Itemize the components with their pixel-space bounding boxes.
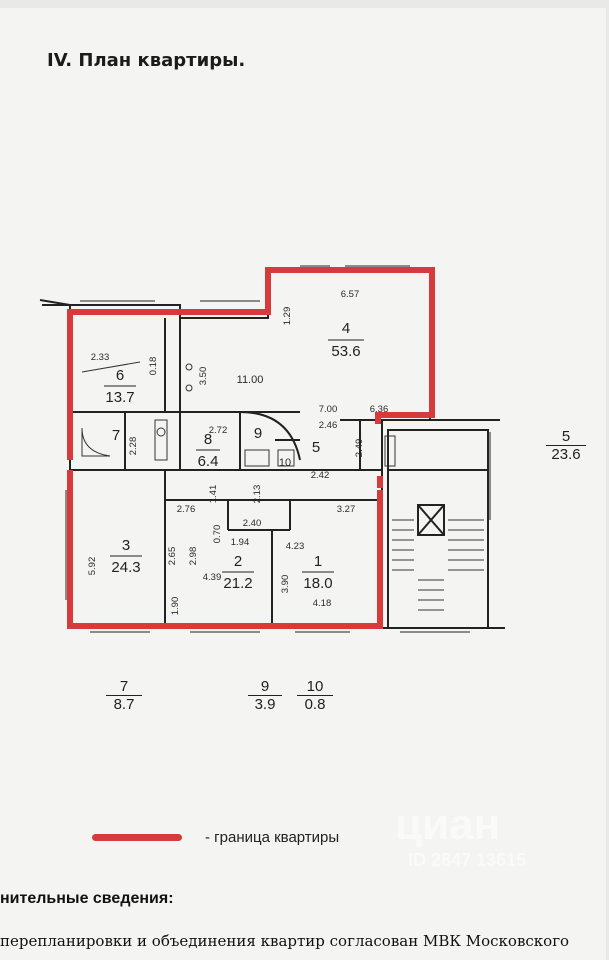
outside-room-area: 23.6	[546, 445, 586, 463]
dimension-label: 3.50	[198, 367, 209, 386]
dimension-label: 1.29	[282, 307, 293, 326]
dimension-label: 1.94	[231, 537, 250, 548]
dimension-label: 11.00	[237, 374, 264, 386]
watermark-logo: циан	[395, 800, 501, 849]
footer-text: перепланировки и объединения квартир сог…	[0, 932, 570, 950]
dimension-label: 2.42	[311, 470, 330, 481]
outside-room-label: 10 0.8	[297, 678, 333, 713]
dimension-label: 2.28	[128, 437, 139, 456]
legend-label: - граница квартиры	[205, 829, 340, 846]
room-number: 10	[279, 457, 291, 469]
dimension-label: 7.00	[319, 404, 338, 415]
outside-room-number: 5	[561, 428, 571, 445]
plan-heading: IV. План квартиры.	[47, 50, 246, 71]
outside-room-label: 9 3.9	[248, 678, 282, 713]
dimension-label: 2.33	[91, 352, 110, 363]
dimension-label: 2.46	[319, 420, 338, 431]
dimension-label: 3.27	[337, 504, 356, 515]
dimension-label: 0.18	[148, 357, 159, 376]
room-number: 4	[342, 320, 350, 337]
dimension-label: 2.98	[188, 547, 199, 566]
room-number: 7	[112, 427, 120, 444]
room-number: 9	[254, 425, 262, 442]
outside-room-number: 10	[306, 678, 324, 695]
outside-room-area: 0.8	[297, 695, 333, 713]
watermark-id: ID 2847 13615	[408, 850, 527, 870]
room-number: 2	[234, 553, 242, 570]
dimension-label: 2.13	[252, 485, 263, 504]
dimension-label: 2.72	[209, 425, 228, 436]
dimension-label: 4.23	[286, 541, 305, 552]
room-number: 8	[204, 431, 212, 448]
room-number: 5	[312, 439, 320, 456]
legend-border-swatch	[92, 834, 182, 841]
dimension-label: 3.90	[280, 575, 291, 594]
outside-room-label: 5 23.6	[546, 428, 586, 463]
room-area: 6.4	[198, 453, 219, 470]
outside-room-number: 9	[260, 678, 270, 695]
dimension-label: 1.41	[208, 485, 219, 504]
room-area: 21.2	[223, 575, 252, 592]
outside-room-area: 8.7	[106, 695, 142, 713]
dimension-label: 1.90	[170, 597, 181, 616]
document-sheet	[0, 8, 606, 960]
room-area: 53.6	[331, 343, 360, 360]
room-number: 3	[122, 537, 130, 554]
dimension-label: 4.18	[313, 598, 332, 609]
dimension-label: 2.49	[354, 439, 365, 458]
room-area: 13.7	[105, 389, 134, 406]
outside-room-label: 7 8.7	[106, 678, 142, 713]
dimension-label: 0.70	[212, 525, 223, 544]
section-heading: нительные сведения:	[0, 890, 174, 907]
dimension-label: 5.92	[87, 557, 98, 576]
room-area: 18.0	[303, 575, 332, 592]
dimension-label: 2.65	[167, 547, 178, 566]
room-number: 6	[116, 367, 124, 384]
outside-room-area: 3.9	[248, 695, 282, 713]
outside-room-number: 7	[119, 678, 129, 695]
dimension-label: 6.36	[370, 404, 389, 415]
room-area: 24.3	[111, 559, 140, 576]
dimension-label: 4.39	[203, 572, 222, 583]
dimension-label: 2.40	[243, 518, 262, 529]
dimension-label: 6.57	[341, 289, 360, 300]
dimension-label: 2.76	[177, 504, 196, 515]
room-number: 1	[314, 553, 322, 570]
